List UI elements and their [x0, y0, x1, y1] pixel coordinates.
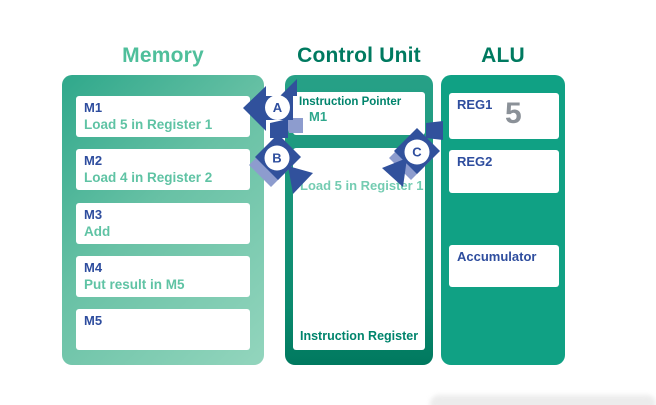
reg1-value: 5 — [505, 97, 522, 130]
memory-cell-desc: Load 5 in Register 1 — [84, 117, 213, 132]
instruction-pointer-value: M1 — [309, 109, 328, 124]
instruction-pointer-label: Instruction Pointer — [299, 96, 402, 108]
memory-cell-label: M5 — [84, 313, 103, 328]
memory-cell-desc: Load 4 in Register 2 — [84, 170, 213, 185]
memory-panel: M1 Load 5 in Register 1 M2 Load 4 in Reg… — [62, 75, 264, 365]
memory-cell-label: M1 — [84, 100, 103, 115]
bottom-edge-shadow — [430, 395, 656, 405]
instruction-register-label: Instruction Register — [300, 329, 419, 343]
instruction-pointer-box: Instruction Pointer M1 — [293, 92, 425, 135]
accumulator-box: Accumulator — [449, 245, 559, 287]
memory-cell-label: M4 — [84, 260, 103, 275]
memory-cell-m3: M3 Add — [76, 203, 250, 244]
instruction-register-content: Load 5 in Register 1 — [300, 178, 424, 193]
flow-arrow-a-icon: A — [243, 79, 303, 133]
memory-cell-m5: M5 — [76, 309, 250, 350]
flow-marker-c: C — [412, 145, 422, 160]
flow-marker-b: B — [272, 151, 281, 166]
memory-cell-desc: Put result in M5 — [84, 277, 185, 292]
flow-arrow-b-icon: B — [249, 119, 313, 194]
alu-title: ALU — [481, 44, 525, 67]
reg2-label: REG2 — [457, 154, 493, 169]
memory-cell-m2: M2 Load 4 in Register 2 — [76, 149, 250, 190]
memory-cell-label: M2 — [84, 153, 103, 168]
memory-title: Memory — [122, 44, 204, 67]
reg1-box: REG1 5 — [449, 93, 559, 139]
reg2-box: REG2 — [449, 150, 559, 193]
accumulator-label: Accumulator — [457, 249, 537, 264]
flow-arrow-c-icon: C — [382, 121, 443, 187]
reg1-label: REG1 — [457, 97, 493, 112]
memory-cell-desc: Add — [84, 224, 111, 239]
memory-cell-label: M3 — [84, 207, 103, 222]
memory-cell-m1: M1 Load 5 in Register 1 — [76, 96, 250, 137]
control-unit-title: Control Unit — [297, 44, 421, 67]
flow-marker-a: A — [273, 100, 283, 115]
alu-panel: REG1 5 REG2 Accumulator — [441, 75, 565, 365]
memory-cell-m4: M4 Put result in M5 — [76, 256, 250, 297]
